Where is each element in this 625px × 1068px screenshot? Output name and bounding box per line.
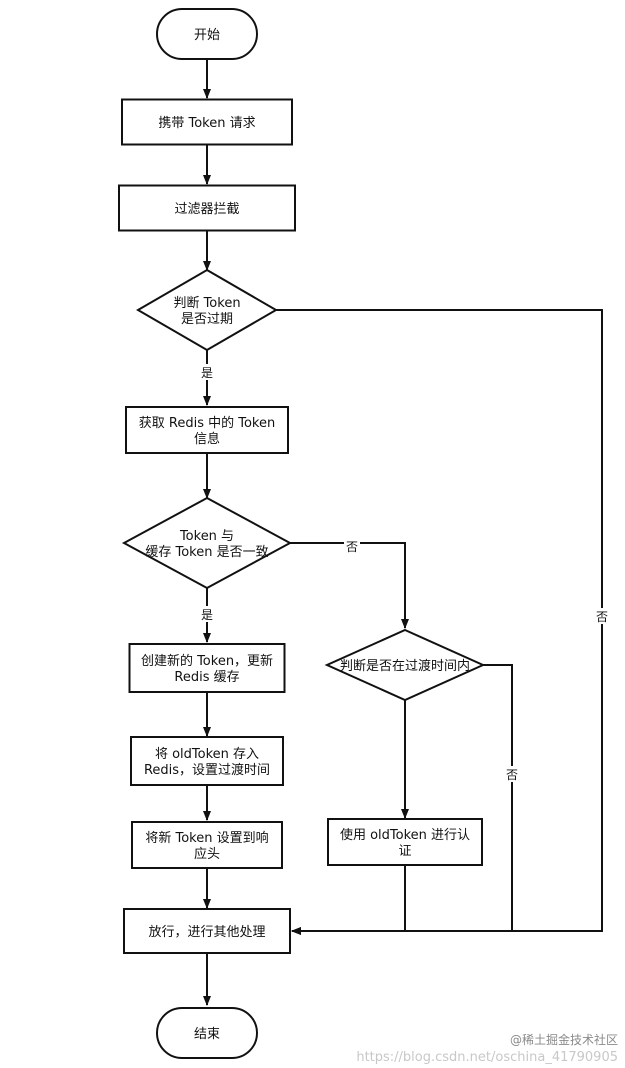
process-shape	[327, 818, 483, 866]
node-label: 获取 Redis 中的 Token	[139, 415, 275, 431]
node-label: 携带 Token 请求	[158, 115, 255, 131]
edge-label-bg	[504, 766, 520, 782]
process-shape	[128, 643, 286, 693]
watermark-brand: @稀土掘金技术社区	[510, 1032, 618, 1047]
node-label: 将新 Token 设置到响	[145, 830, 268, 846]
process-shape	[125, 406, 289, 454]
edge-check-transition-to-pass	[291, 664, 513, 935]
process-shape	[121, 98, 293, 146]
node-label: 过滤器拦截	[174, 202, 239, 217]
edge-label-bg	[594, 608, 610, 624]
node-pass: 放行，进行其他处理	[123, 908, 291, 954]
edge-label-bg	[199, 364, 215, 380]
node-check-transition: 判断是否在过渡时间内	[324, 628, 486, 702]
node-label: 结束	[194, 1027, 220, 1042]
decision-shape	[324, 628, 486, 702]
node-end: 结束	[156, 1007, 258, 1059]
process-shape	[123, 908, 291, 954]
node-label: Token 与	[179, 529, 234, 544]
edge-label-bg	[344, 538, 360, 554]
node-filter: 过滤器拦截	[118, 184, 296, 232]
watermark-url: https://blog.csdn.net/oschina_41790905	[356, 1050, 618, 1065]
node-label: 放行，进行其他处理	[148, 925, 265, 940]
process-shape	[130, 736, 284, 786]
process-shape	[131, 821, 283, 869]
node-label: 应头	[194, 846, 220, 862]
decision-shape	[136, 268, 278, 352]
node-label: Redis 缓存	[174, 670, 239, 685]
node-label: Redis，设置过渡时间	[144, 762, 270, 778]
node-label: 创建新的 Token，更新	[141, 653, 273, 669]
edge-label-bg	[199, 606, 215, 622]
node-label: 缓存 Token 是否一致	[145, 545, 268, 560]
node-label: 信息	[194, 431, 220, 447]
node-label: 将 oldToken 存入	[155, 747, 259, 762]
node-label: 是否过期	[181, 312, 233, 327]
node-label: 开始	[194, 28, 220, 43]
process-shape	[118, 184, 296, 232]
watermark: @稀土掘金技术社区 https://blog.csdn.net/oschina_…	[356, 1032, 618, 1065]
node-label: 判断是否在过渡时间内	[340, 658, 470, 674]
node-carry-token: 携带 Token 请求	[121, 98, 293, 146]
terminal-shape	[156, 8, 258, 60]
edge-label: 是	[201, 608, 213, 622]
edge-label: 是	[201, 366, 213, 380]
node-label: 判断 Token	[173, 296, 240, 311]
edge-label: 否	[346, 540, 358, 554]
edge-label: 否	[506, 768, 518, 782]
terminal-shape	[156, 1007, 258, 1059]
edge-label: 否	[596, 610, 608, 624]
node-label: 证	[398, 844, 411, 859]
node-compare: Token 与缓存 Token 是否一致	[121, 496, 293, 590]
node-start: 开始	[156, 8, 258, 60]
node-label: 使用 oldToken 进行认	[340, 827, 470, 843]
decision-shape	[121, 496, 293, 590]
edge-compare-to-check-transition	[289, 542, 409, 629]
